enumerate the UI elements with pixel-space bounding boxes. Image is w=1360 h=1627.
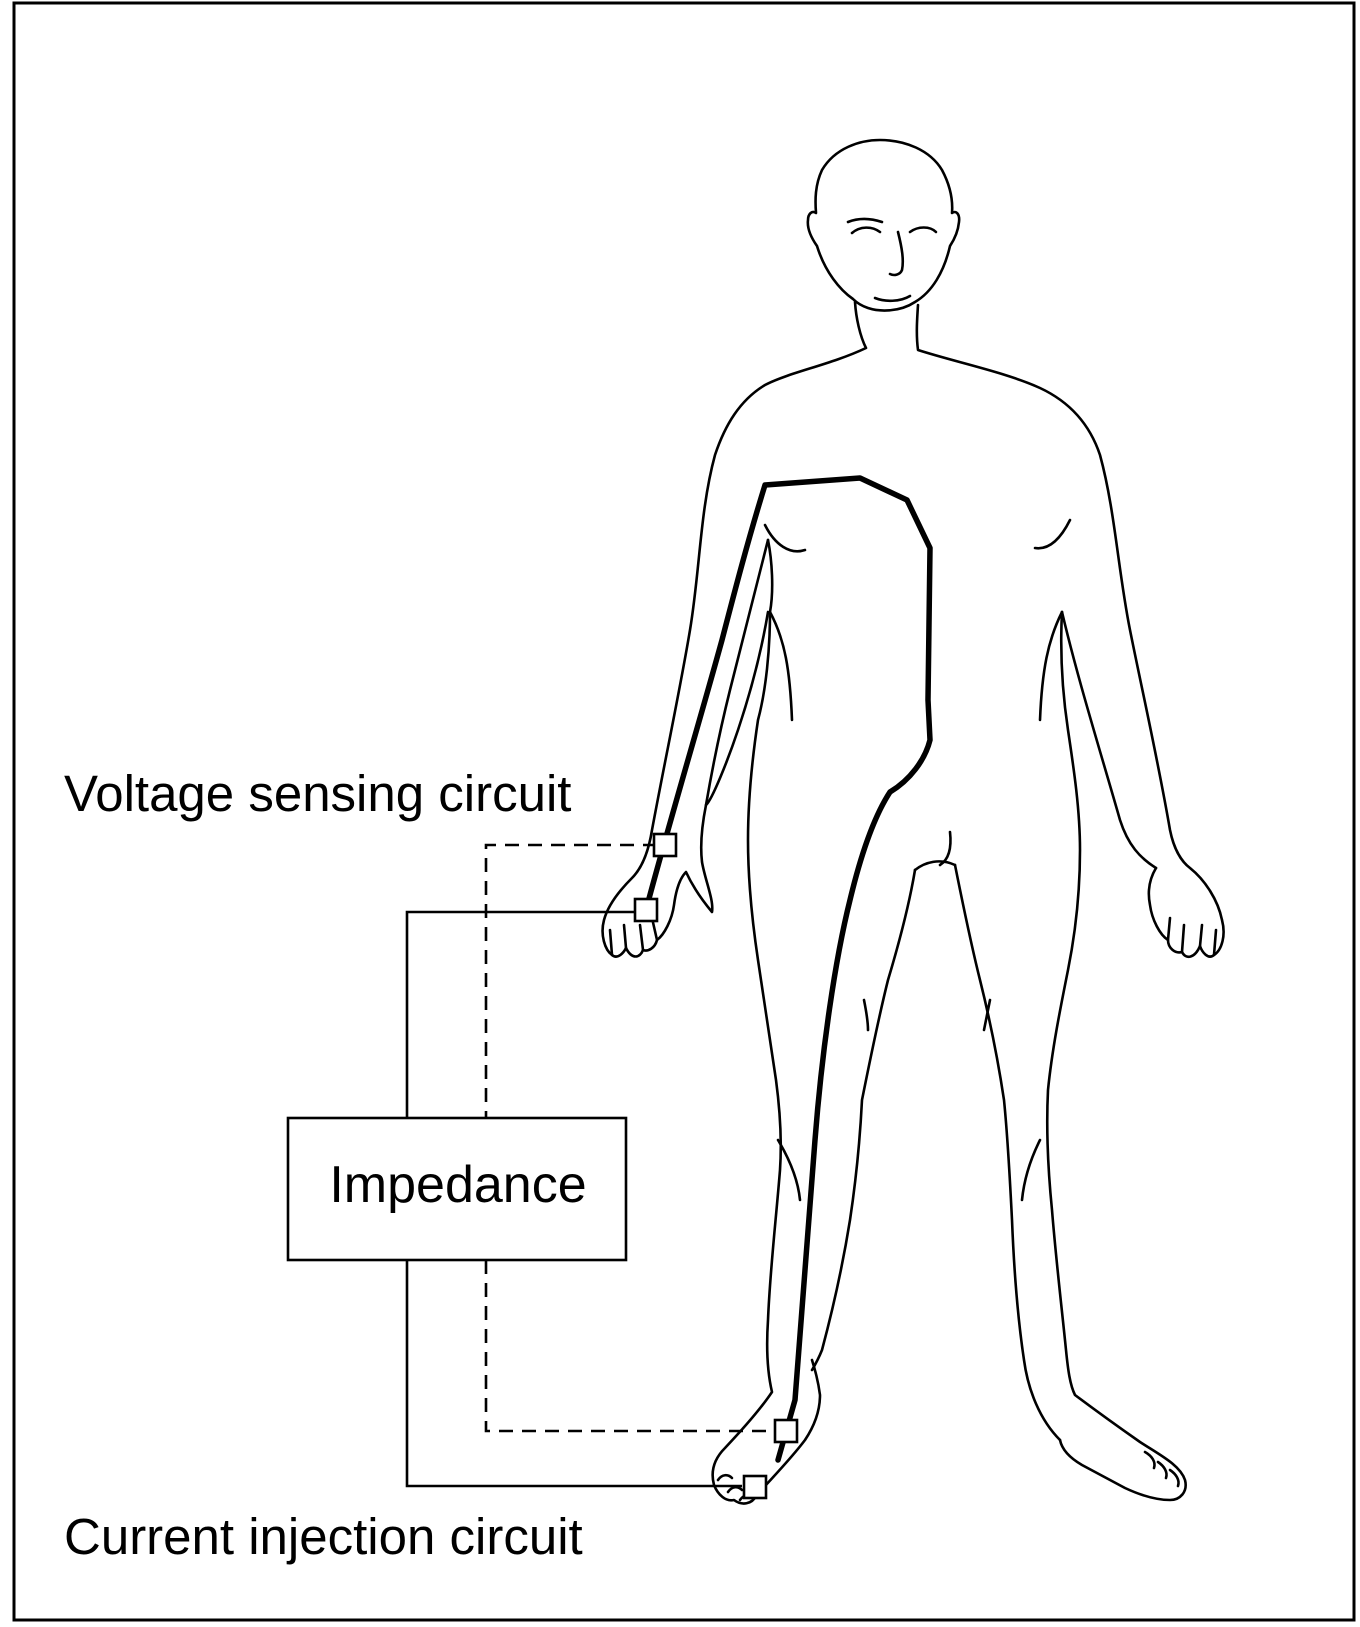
right-pec bbox=[1033, 518, 1072, 550]
figure-frame bbox=[12, 1, 1356, 1622]
impedance-label: Impedance bbox=[329, 1156, 586, 1214]
groin-detail bbox=[938, 830, 952, 867]
left-calf bbox=[862, 998, 870, 1032]
left-eyebrow bbox=[846, 217, 884, 224]
right-hip-line bbox=[1038, 610, 1064, 722]
voltage-sensing-wire bbox=[484, 843, 777, 1433]
left-outer-contour bbox=[601, 300, 868, 958]
nose bbox=[888, 230, 905, 277]
current-electrode-foot bbox=[742, 1474, 768, 1500]
right-outer-contour bbox=[915, 303, 1225, 959]
right-calf bbox=[982, 998, 992, 1032]
left-torso-leg bbox=[711, 538, 822, 1505]
voltage-electrode-hand bbox=[652, 832, 678, 858]
right-eye bbox=[908, 226, 938, 234]
head-outline bbox=[806, 138, 961, 312]
voltage-circuit-label: Voltage sensing circuit bbox=[64, 765, 571, 822]
current-electrode-hand bbox=[633, 897, 659, 923]
right-toes bbox=[1143, 1450, 1180, 1488]
left-inner-arm bbox=[704, 610, 770, 807]
left-pec bbox=[763, 523, 807, 553]
left-leg-inner bbox=[810, 868, 917, 1372]
right-inner-arm bbox=[1060, 610, 1158, 870]
right-hand-fingers bbox=[1166, 916, 1218, 957]
current-path-line bbox=[644, 475, 933, 1463]
right-leg-inner bbox=[953, 863, 1062, 1442]
voltage-electrode-foot bbox=[773, 1418, 799, 1444]
impedance-box bbox=[286, 1116, 628, 1262]
current-injection-wire bbox=[405, 910, 742, 1488]
left-knee bbox=[776, 1138, 802, 1202]
current-circuit-label: Current injection circuit bbox=[64, 1508, 583, 1565]
left-eye bbox=[850, 226, 882, 235]
left-hip-line bbox=[768, 610, 794, 722]
right-knee bbox=[1020, 1138, 1042, 1202]
mouth bbox=[873, 294, 912, 303]
human-body-outline bbox=[601, 138, 1225, 1505]
right-torso-leg bbox=[1045, 610, 1187, 1502]
left-hand-fingers bbox=[608, 916, 659, 957]
groin bbox=[913, 860, 957, 872]
